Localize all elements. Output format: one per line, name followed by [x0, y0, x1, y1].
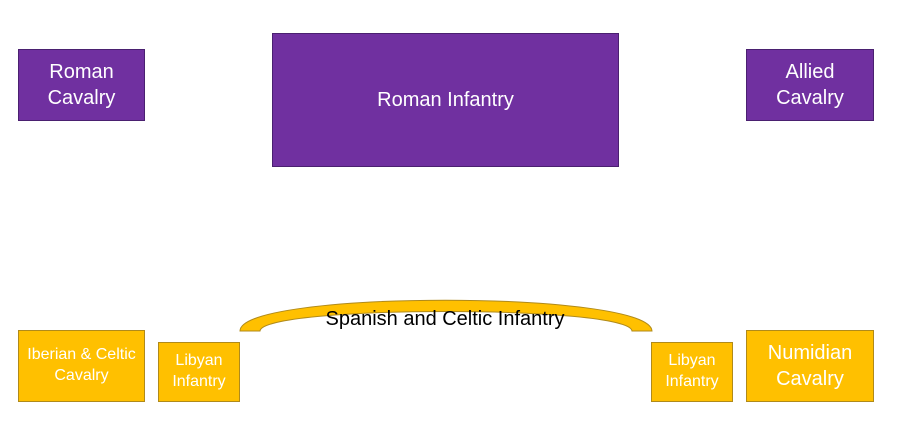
- roman-cavalry-unit: Roman Cavalry: [18, 49, 145, 121]
- allied-cavalry-unit: Allied Cavalry: [746, 49, 874, 121]
- numidian-cavalry-label: Numidian Cavalry: [767, 342, 853, 390]
- libyan-infantry-right-label: Libyan Infantry: [665, 352, 719, 390]
- crescent-shape: [239, 299, 653, 332]
- libyan-infantry-right-unit: Libyan Infantry: [651, 342, 733, 402]
- iberian-celtic-cavalry-label: Iberian & Celtic Cavalry: [27, 346, 136, 384]
- numidian-cavalry-unit: Numidian Cavalry: [746, 330, 874, 402]
- libyan-infantry-left-label: Libyan Infantry: [172, 352, 226, 390]
- roman-infantry-label: Roman Infantry: [377, 89, 514, 111]
- allied-cavalry-label: Allied Cavalry: [776, 61, 844, 109]
- libyan-infantry-left-unit: Libyan Infantry: [158, 342, 240, 402]
- spanish-celtic-infantry-label: Spanish and Celtic Infantry: [325, 308, 565, 330]
- roman-infantry-unit: Roman Infantry: [272, 33, 619, 167]
- roman-cavalry-label: Roman Cavalry: [47, 61, 116, 109]
- iberian-celtic-cavalry-unit: Iberian & Celtic Cavalry: [18, 330, 145, 402]
